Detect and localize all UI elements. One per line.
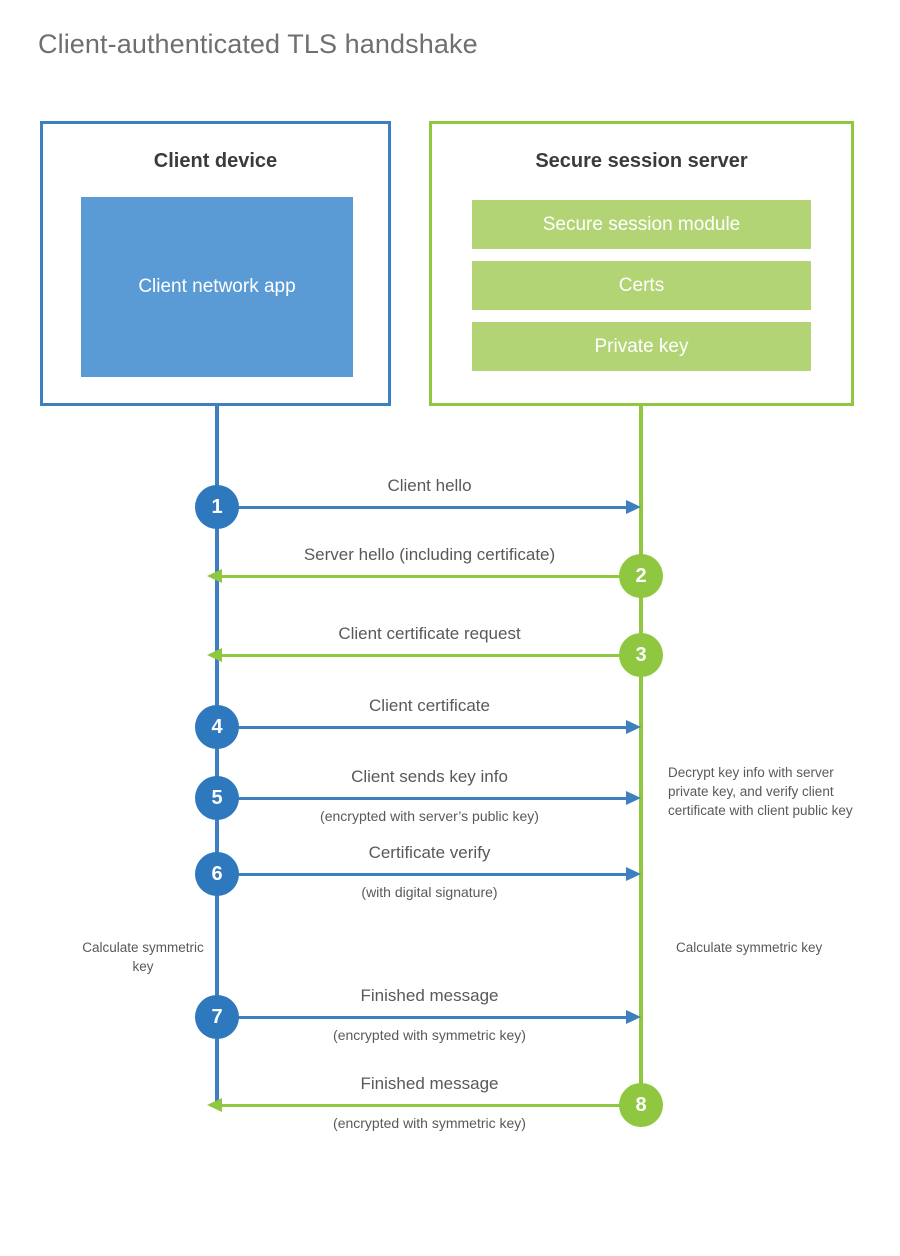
server-decrypt-note: Decrypt key info with server private key… — [668, 765, 853, 819]
message-arrow-head-7 — [626, 1010, 641, 1024]
message-arrow-head-4 — [626, 720, 641, 734]
step-badge-8[interactable]: 8 — [619, 1083, 663, 1127]
message-arrow-line-3 — [222, 654, 641, 657]
message-arrow-head-5 — [626, 791, 641, 805]
message-arrow-line-5 — [217, 797, 630, 800]
server-lifeline — [639, 404, 643, 1106]
client-calculate-symmetric-key-note: Calculate symmetric key — [82, 940, 204, 975]
message-arrow-line-2 — [222, 575, 641, 578]
message-arrow-line-7 — [217, 1016, 630, 1019]
server-item-certs: Certs — [472, 261, 811, 310]
message-sublabel-8: (encrypted with symmetric key) — [333, 1115, 526, 1131]
message-label-8: Finished message — [360, 1074, 499, 1093]
message-sublabel-6: (with digital signature) — [361, 884, 498, 900]
server-item-secure-session-module: Secure session module — [472, 200, 811, 249]
message-arrow-line-6 — [217, 873, 630, 876]
step-badge-2[interactable]: 2 — [619, 554, 663, 598]
message-label-4: Client certificate — [369, 696, 490, 715]
message-arrow-head-8 — [207, 1098, 222, 1112]
message-label-3: Client certificate request — [338, 624, 521, 643]
step-badge-5[interactable]: 5 — [195, 776, 239, 820]
message-sublabel-5: (encrypted with server’s public key) — [320, 808, 539, 824]
step-badge-4[interactable]: 4 — [195, 705, 239, 749]
secure-session-server-box: Secure session server Secure session mod… — [429, 121, 854, 406]
message-sublabel-7: (encrypted with symmetric key) — [333, 1027, 526, 1043]
message-arrow-line-4 — [217, 726, 630, 729]
step-badge-1[interactable]: 1 — [195, 485, 239, 529]
message-label-1: Client hello — [387, 476, 472, 495]
secure-session-server-title: Secure session server — [535, 150, 748, 172]
message-arrow-head-3 — [207, 648, 222, 662]
client-lifeline — [215, 404, 219, 1106]
message-label-2: Server hello (including certificate) — [303, 545, 556, 564]
message-arrow-line-8 — [222, 1104, 641, 1107]
message-label-5: Client sends key info — [351, 767, 508, 786]
page-title: Client-authenticated TLS handshake — [38, 29, 478, 59]
client-device-box: Client device Client network app — [40, 121, 391, 406]
step-badge-6[interactable]: 6 — [195, 852, 239, 896]
client-network-app-block: Client network app — [81, 197, 353, 377]
server-component-stack: Secure session module Certs Private key — [472, 200, 811, 371]
message-label-7: Finished message — [360, 986, 499, 1005]
message-arrow-line-1 — [217, 506, 630, 509]
client-device-title: Client device — [153, 150, 278, 172]
step-badge-7[interactable]: 7 — [195, 995, 239, 1039]
server-item-private-key: Private key — [472, 322, 811, 371]
message-arrow-head-2 — [207, 569, 222, 583]
message-arrow-head-6 — [626, 867, 641, 881]
step-badge-3[interactable]: 3 — [619, 633, 663, 677]
message-arrow-head-1 — [626, 500, 641, 514]
server-calculate-symmetric-key-note: Calculate symmetric key — [676, 940, 823, 955]
message-label-6: Certificate verify — [368, 843, 491, 862]
